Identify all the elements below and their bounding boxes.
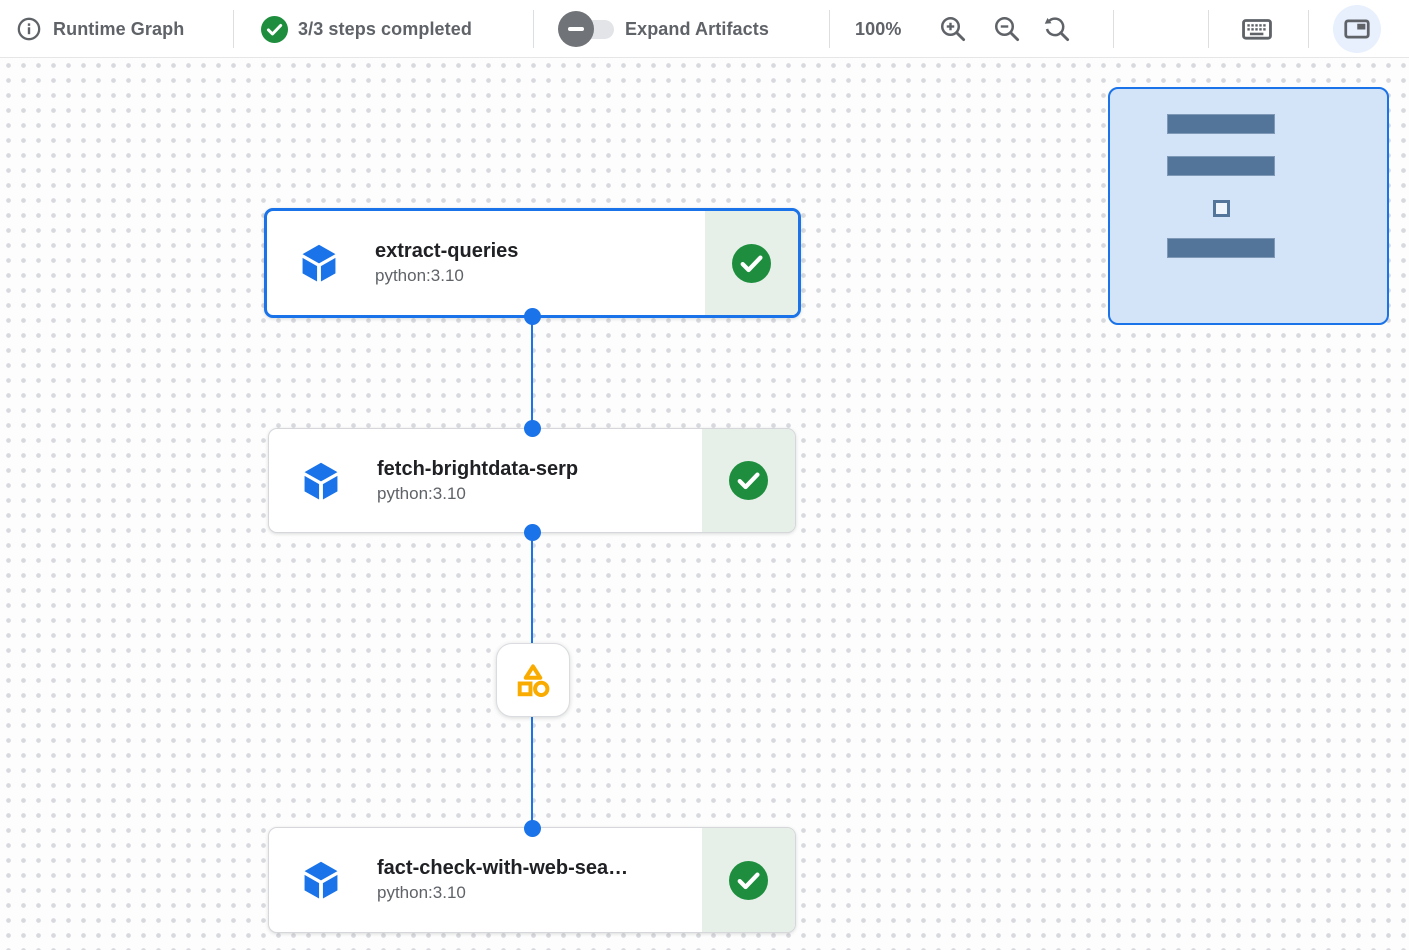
toolbar-divider (1308, 10, 1309, 48)
toggle-off-dash-icon (568, 27, 584, 31)
toolbar-divider (233, 10, 234, 48)
node-content: fetch-brightdata-serp python:3.10 (269, 429, 702, 532)
toolbar-divider (1208, 10, 1209, 48)
expand-artifacts-toggle[interactable] (558, 0, 616, 58)
minimap-node-bar (1167, 156, 1275, 176)
success-check-icon (729, 860, 768, 900)
runtime-graph-info[interactable] (16, 0, 42, 58)
check-circle-icon (261, 15, 288, 43)
steps-status: 3/3 steps completed (298, 0, 472, 58)
zoom-reset-icon (1044, 17, 1070, 42)
zoom-out-button[interactable] (992, 14, 1022, 44)
component-cube-icon (304, 462, 338, 500)
toolbar-divider (1113, 10, 1114, 48)
success-check-icon (729, 461, 768, 500)
keyboard-shortcuts-button[interactable] (1240, 12, 1274, 46)
artifact-shapes-icon (517, 664, 550, 698)
node-subtitle: python:3.10 (375, 266, 464, 285)
graph-node-fetch-brightdata-serp[interactable]: fetch-brightdata-serp python:3.10 (268, 428, 796, 533)
graph-canvas[interactable]: extract-queries python:3.10 fetch-bright… (0, 58, 1409, 950)
node-text: extract-queries python:3.10 (375, 240, 518, 286)
toggle-minimap-button[interactable] (1333, 5, 1381, 53)
edge-port-dot (524, 308, 541, 325)
node-status-badge (702, 429, 795, 532)
zoom-level: 100% (855, 0, 901, 58)
edge-line (531, 316, 533, 428)
component-cube-icon (304, 861, 338, 899)
node-subtitle: python:3.10 (377, 883, 466, 902)
info-icon (17, 17, 41, 41)
runtime-graph-title: Runtime Graph (53, 18, 185, 39)
collapsed-artifacts-node[interactable] (496, 643, 570, 717)
minimap-node-bar (1167, 114, 1275, 134)
node-content: fact-check-with-web-sea… python:3.10 (269, 828, 702, 932)
component-cube-icon (302, 244, 336, 282)
edge-port-dot (524, 820, 541, 837)
page-title: Runtime Graph (53, 0, 184, 58)
zoom-out-icon (995, 17, 1020, 42)
node-title: fact-check-with-web-sea… (377, 857, 629, 879)
toolbar-divider (533, 10, 534, 48)
graph-node-extract-queries[interactable]: extract-queries python:3.10 (264, 208, 801, 318)
zoom-level-value: 100% (855, 18, 902, 39)
expand-artifacts-label-wrap: Expand Artifacts (625, 0, 769, 58)
minimap-icon (1344, 19, 1370, 39)
node-status-badge (705, 211, 798, 315)
edge-port-dot (524, 420, 541, 437)
zoom-reset-button[interactable] (1042, 14, 1072, 44)
keyboard-icon (1242, 19, 1272, 40)
graph-node-fact-check-with-web-search[interactable]: fact-check-with-web-sea… python:3.10 (268, 827, 796, 933)
node-subtitle: python:3.10 (377, 483, 466, 503)
steps-status-label: 3/3 steps completed (298, 18, 472, 39)
success-check-icon (732, 243, 771, 283)
minimap-artifact-marker (1213, 200, 1230, 217)
toggle-switch[interactable] (558, 11, 616, 47)
steps-status-icon-wrap (261, 0, 288, 58)
graph-minimap[interactable] (1108, 87, 1389, 325)
node-text: fetch-brightdata-serp python:3.10 (377, 458, 578, 504)
node-content: extract-queries python:3.10 (267, 211, 705, 315)
node-text: fact-check-with-web-sea… python:3.10 (377, 857, 628, 903)
edge-port-dot (524, 524, 541, 541)
toggle-thumb (558, 11, 594, 47)
zoom-in-icon (941, 17, 966, 42)
minimap-node-bar (1167, 238, 1275, 258)
toolbar-divider (829, 10, 830, 48)
node-title: fetch-brightdata-serp (377, 457, 579, 480)
node-status-badge (702, 828, 795, 932)
node-title: extract-queries (375, 240, 519, 262)
expand-artifacts-label: Expand Artifacts (625, 18, 769, 39)
zoom-in-button[interactable] (938, 14, 968, 44)
graph-toolbar: Runtime Graph 3/3 steps completed Expand… (0, 0, 1409, 58)
